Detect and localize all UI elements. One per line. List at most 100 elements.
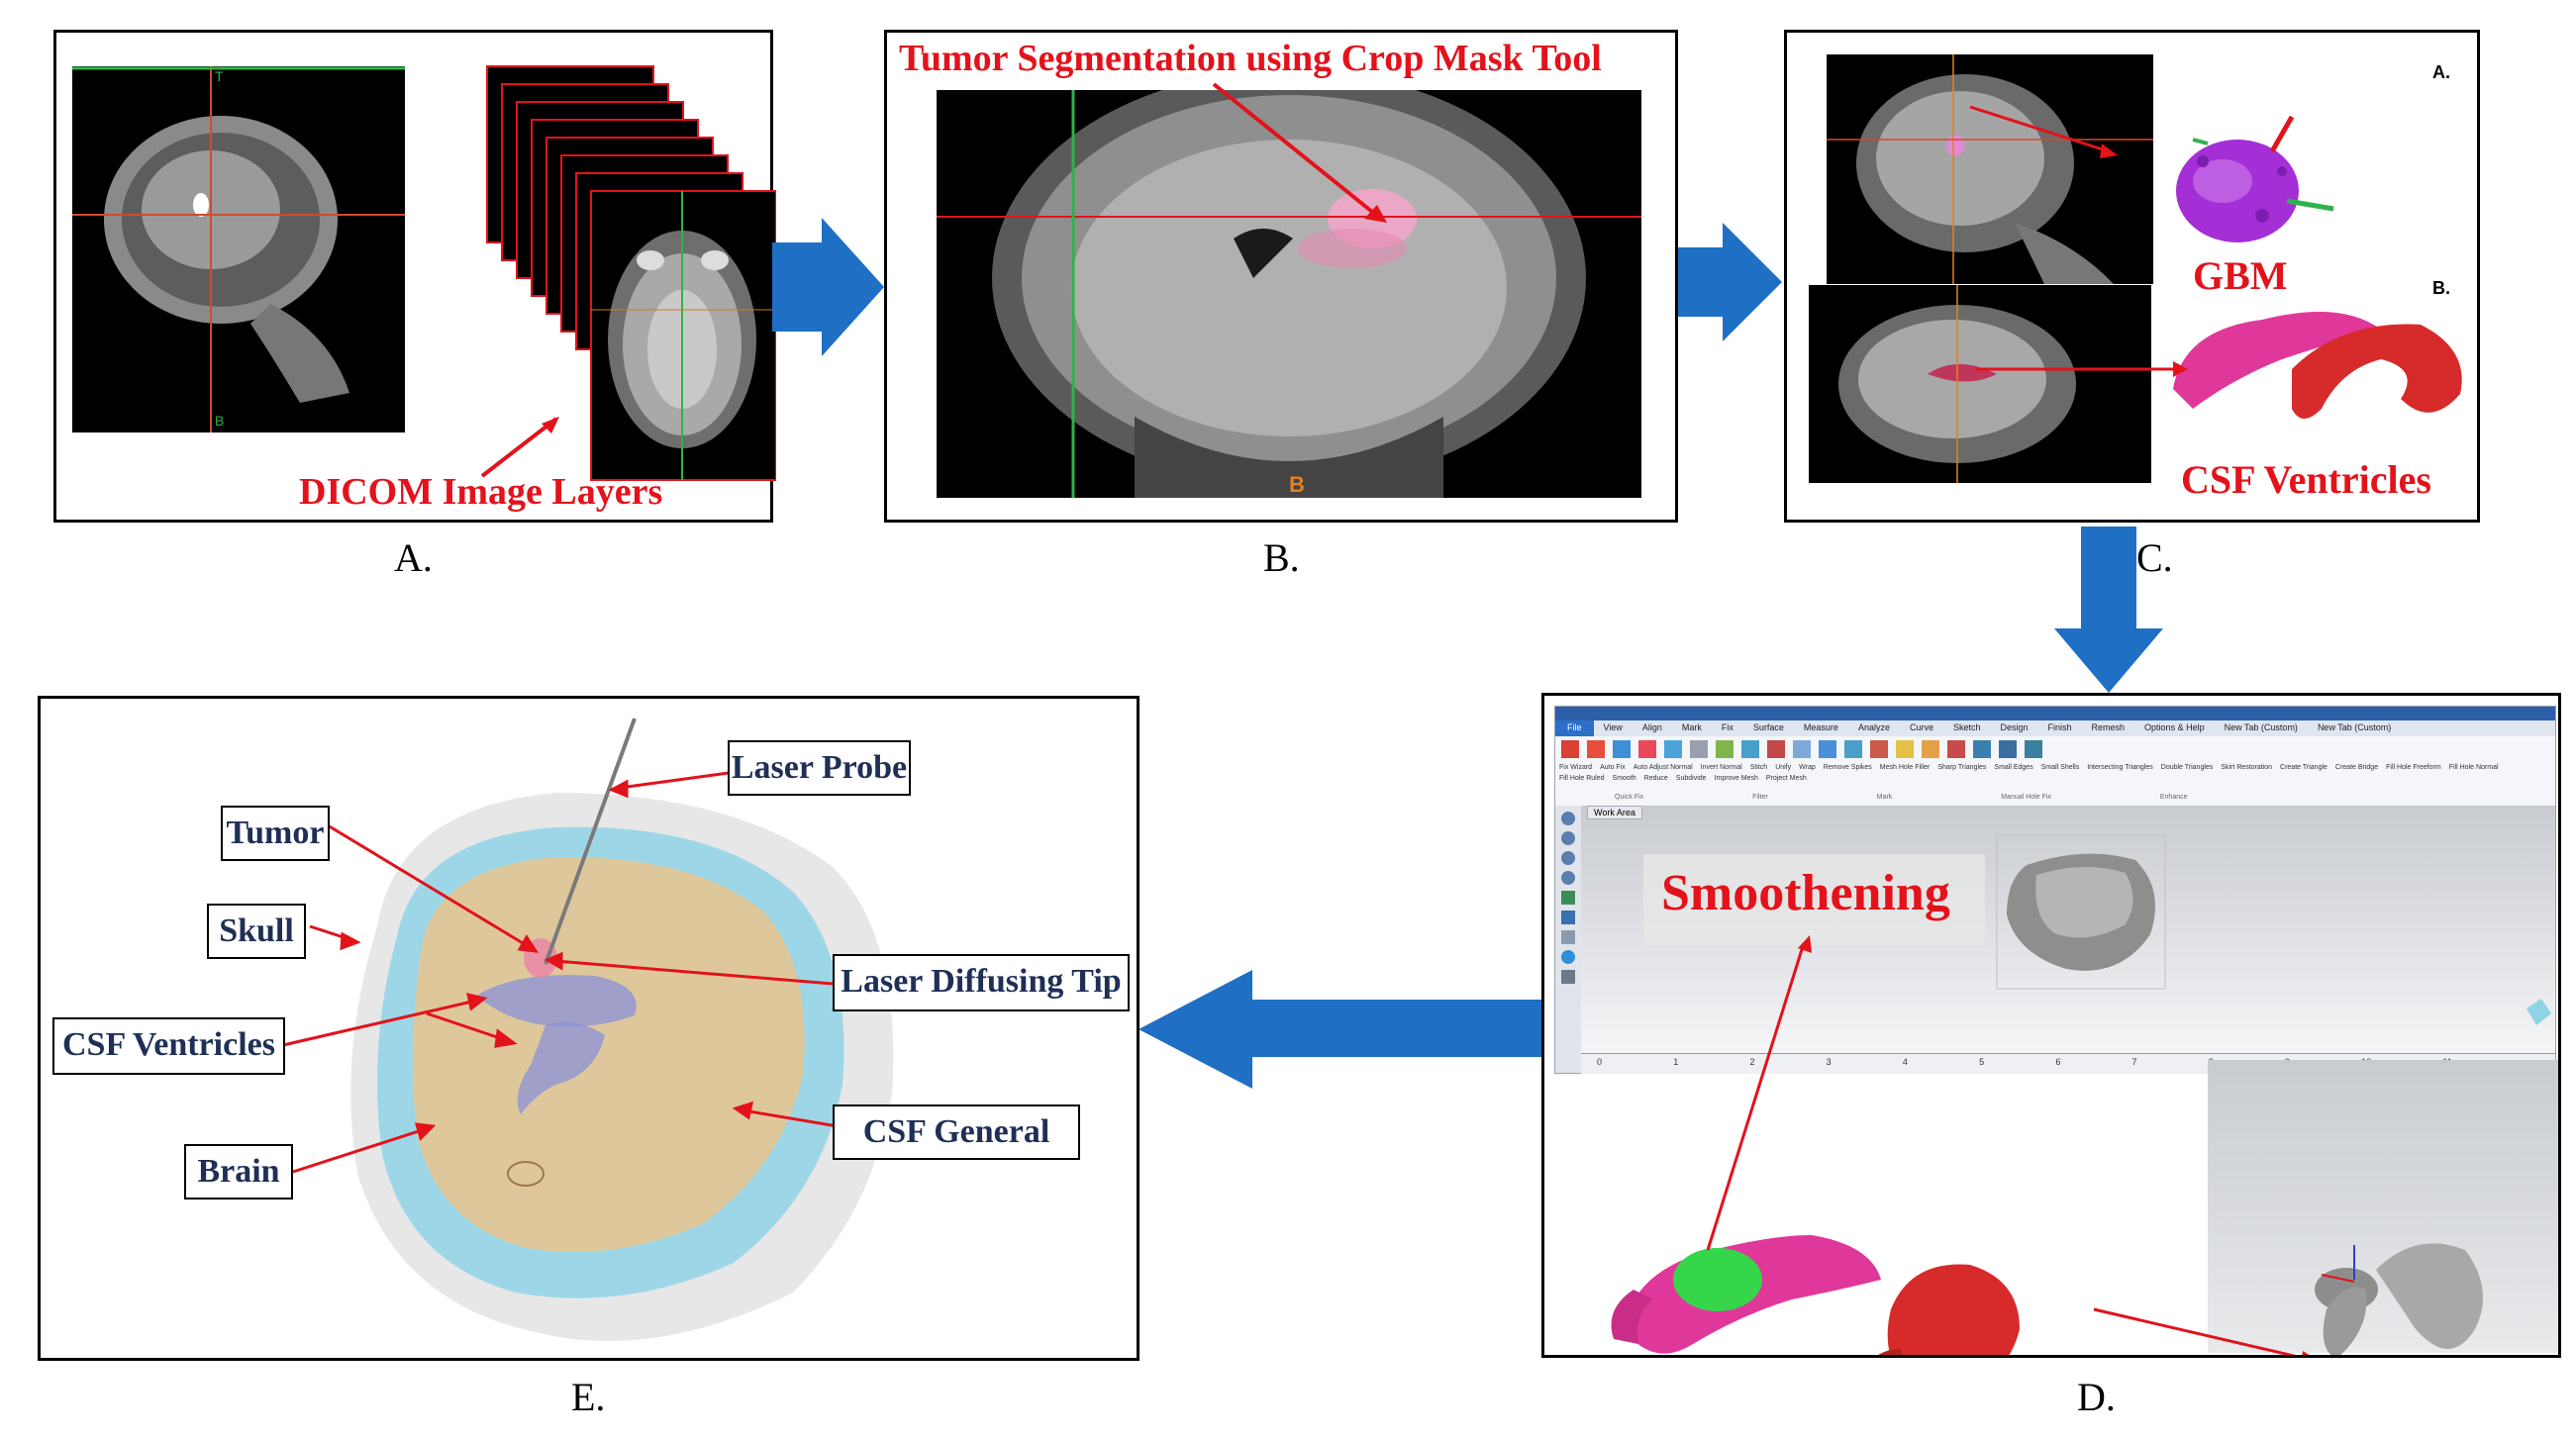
toolbar-item[interactable]: Auto Adjust Normal: [1633, 764, 1693, 771]
create-triangle-icon[interactable]: [1896, 740, 1914, 758]
ventricles-layer: [476, 975, 637, 1114]
mri-top-mark: T: [215, 68, 224, 84]
brain-layer: [413, 856, 805, 1253]
toolbar-item[interactable]: Smooth: [1612, 775, 1636, 782]
caption-a: A.: [394, 535, 433, 580]
menu-tab-analyze[interactable]: Analyze: [1857, 722, 1890, 732]
dicom-stack-drawing: [480, 65, 776, 481]
toolbar-item[interactable]: Wrap: [1799, 764, 1816, 771]
sharp-triangles-icon[interactable]: [1793, 740, 1811, 758]
caption-e: E.: [571, 1375, 606, 1419]
grid-icon[interactable]: [1561, 970, 1575, 984]
toolbar-item[interactable]: Invert Normal: [1700, 764, 1742, 771]
smooth-icon[interactable]: [1973, 740, 1991, 758]
toolbar-item[interactable]: Fix Wizard: [1559, 764, 1593, 771]
toolbar-item[interactable]: Fill Hole Freeform: [2386, 764, 2441, 771]
toolbar-item[interactable]: Create Triangle: [2280, 764, 2328, 771]
menu-tab-fix[interactable]: Fix: [1721, 722, 1734, 732]
ruler-tick: 0: [1597, 1057, 1603, 1067]
menu-tab-sketch[interactable]: Sketch: [1952, 722, 1981, 732]
panel-c: GBM CSF Ventricles A. B.: [1784, 30, 2480, 523]
arrow-d-to-e: [1139, 970, 1544, 1089]
toolbar-item[interactable]: Auto Fix: [1600, 764, 1626, 771]
toolbar-item[interactable]: Stitch: [1749, 764, 1768, 771]
fix-wizard-icon[interactable]: [1561, 740, 1579, 758]
raw-ventricles-model: [1611, 1235, 2020, 1355]
auto-adjust-normal-icon[interactable]: [1613, 740, 1631, 758]
csf-ventricles-label: CSF Ventricles: [52, 1017, 285, 1075]
double-triangles-icon[interactable]: [1844, 740, 1862, 758]
menu-tab-surface[interactable]: Surface: [1752, 722, 1784, 732]
menu-tab-options[interactable]: Options & Help: [2144, 722, 2205, 732]
toolbar-item[interactable]: Mesh Hole Filler: [1879, 764, 1931, 771]
rotate-icon[interactable]: [1561, 831, 1575, 845]
menu-tab-file[interactable]: File: [1555, 720, 1594, 736]
toolbar-item[interactable]: Subdivide: [1675, 775, 1707, 782]
laser-probe-label: Laser Probe: [728, 740, 911, 796]
pan-icon[interactable]: [1561, 871, 1575, 885]
create-bridge-icon[interactable]: [1922, 740, 1939, 758]
toolbar-item[interactable]: Double Triangles: [2160, 764, 2214, 771]
menu-tab-design[interactable]: Design: [2000, 722, 2029, 732]
brain-label: Brain: [184, 1144, 293, 1200]
brain-model-drawing: [282, 718, 894, 1341]
group-label: Quick Fix: [1615, 794, 1644, 801]
navigate-icon[interactable]: [1561, 812, 1575, 825]
mesh-hole-filler-icon[interactable]: [1767, 740, 1785, 758]
toolbar-item[interactable]: Project Mesh: [1765, 775, 1807, 782]
invert-normal-icon[interactable]: [1638, 740, 1656, 758]
gbm-label: GBM: [2193, 253, 2288, 298]
smooth-ventricles-model: [2315, 1243, 2483, 1355]
toolbar-item[interactable]: Unify: [1775, 764, 1792, 771]
work-area-tab[interactable]: Work Area: [1587, 806, 1642, 819]
group-label: Filter: [1752, 794, 1768, 801]
zoom-icon[interactable]: [1561, 851, 1575, 865]
toolbar-item[interactable]: Small Shells: [2040, 764, 2080, 771]
ventricle-models-drawing: [1611, 935, 2483, 1355]
skirt-restoration-icon[interactable]: [1870, 740, 1888, 758]
menu-tab-finish[interactable]: Finish: [2047, 722, 2072, 732]
ruler-tick: 7: [2131, 1057, 2137, 1067]
laser-probe-shape: [544, 718, 637, 965]
menu-tab-mark[interactable]: Mark: [1681, 722, 1702, 732]
sphere-icon[interactable]: [1561, 950, 1575, 964]
remove-spikes-icon[interactable]: [1741, 740, 1759, 758]
smoothed-ventricles-view: [2208, 1060, 2558, 1353]
toolbar-item[interactable]: Improve Mesh: [1714, 775, 1758, 782]
toolbar-item[interactable]: Remove Spikes: [1823, 764, 1872, 771]
menu-tab-view[interactable]: View: [1603, 722, 1623, 732]
toolbar-item[interactable]: Create Bridge: [2334, 764, 2379, 771]
wireframe-icon[interactable]: [1561, 930, 1575, 944]
fill-hole-icon[interactable]: [1947, 740, 1965, 758]
subdivide-icon[interactable]: [2025, 740, 2042, 758]
mri-bottom-mark: B: [215, 413, 225, 429]
csf-ventricles-label: CSF Ventricles: [2181, 457, 2431, 502]
tumor-label: Tumor: [221, 806, 330, 861]
toolbar-item[interactable]: Fill Hole Ruled: [1559, 775, 1605, 782]
sagittal-mri-drawing: [72, 66, 405, 432]
group-label: Enhance: [2159, 794, 2188, 801]
menu-tab-custom-2[interactable]: New Tab (Custom): [2317, 722, 2392, 732]
intersecting-triangles-icon[interactable]: [1819, 740, 1836, 758]
menu-tab-measure[interactable]: Measure: [1803, 722, 1838, 732]
unify-icon[interactable]: [1690, 740, 1708, 758]
toolbar-item[interactable]: Sharp Triangles: [1937, 764, 1987, 771]
panel-d: File View Align Mark Fix Surface Measure…: [1541, 693, 2561, 1358]
shade-icon[interactable]: [1561, 911, 1575, 924]
laser-diffusing-tip-label: Laser Diffusing Tip: [833, 954, 1130, 1011]
reduce-icon[interactable]: [1999, 740, 2017, 758]
toolbar-item[interactable]: Skirt Restoration: [2221, 764, 2273, 771]
auto-fix-icon[interactable]: [1587, 740, 1605, 758]
toolbar-item[interactable]: Reduce: [1643, 775, 1668, 782]
menu-tab-custom-1[interactable]: New Tab (Custom): [2224, 722, 2298, 732]
view-cube-icon[interactable]: [1561, 891, 1575, 905]
toolbar-item[interactable]: Small Edges: [1994, 764, 2033, 771]
wrap-icon[interactable]: [1716, 740, 1734, 758]
ruler-tick: 3: [1826, 1057, 1832, 1067]
menu-tab-curve[interactable]: Curve: [1909, 722, 1933, 732]
toolbar-item[interactable]: Intersecting Triangles: [2087, 764, 2153, 771]
menu-tab-remesh[interactable]: Remesh: [2091, 722, 2126, 732]
toolbar-item[interactable]: Fill Hole Normal: [2448, 764, 2499, 771]
menu-tab-align[interactable]: Align: [1641, 722, 1662, 732]
stitch-icon[interactable]: [1664, 740, 1682, 758]
